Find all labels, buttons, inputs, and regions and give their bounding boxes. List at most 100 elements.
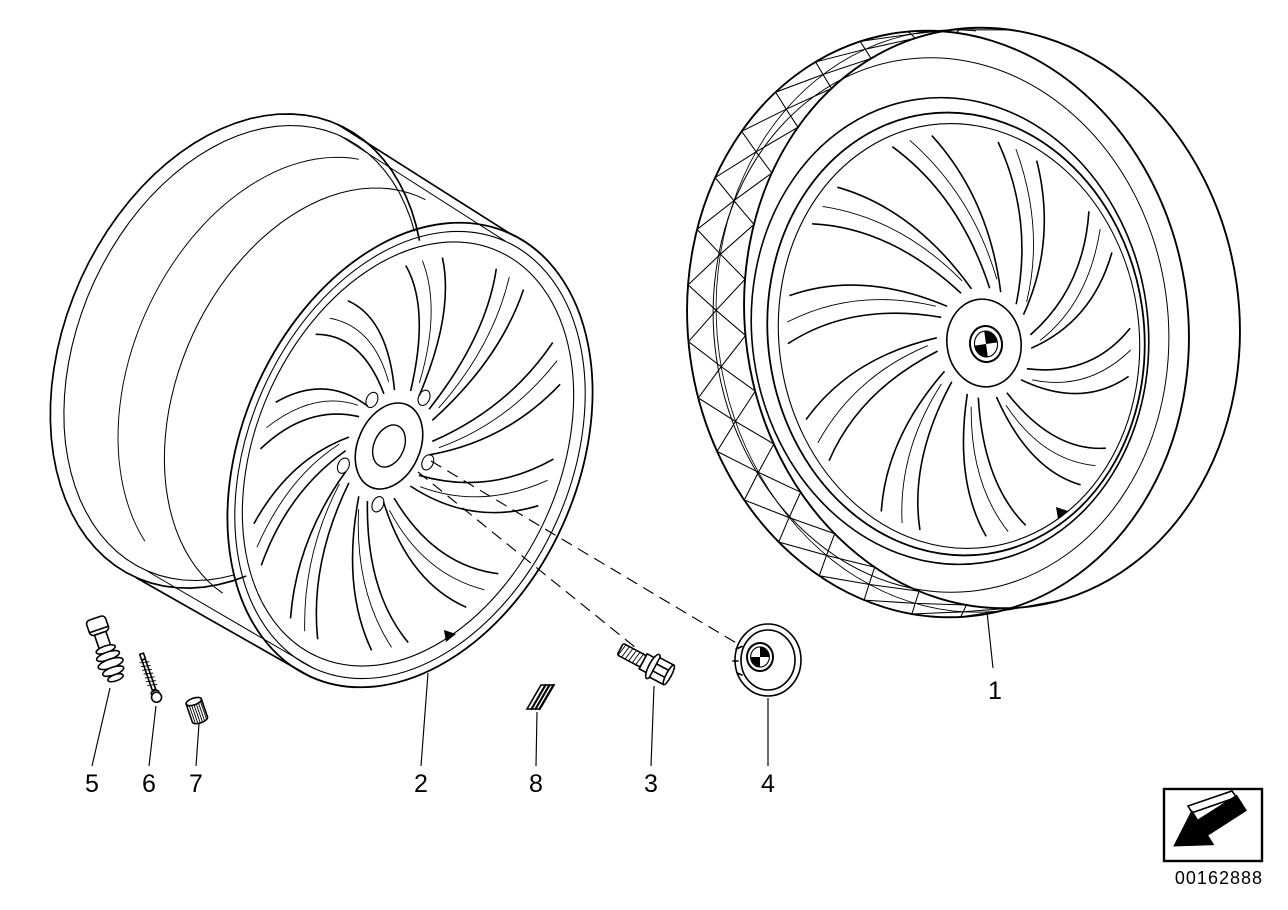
core-shaft bbox=[140, 657, 157, 692]
spoke-edge bbox=[789, 284, 948, 308]
drawing-shape bbox=[337, 123, 510, 234]
spoke-edge bbox=[970, 406, 1009, 532]
drawing-shape bbox=[226, 221, 594, 689]
spoke-edge bbox=[828, 350, 938, 462]
callout-2[interactable]: 2 bbox=[414, 770, 428, 798]
symbol-box-frame bbox=[1162, 787, 1264, 863]
drawing-shape bbox=[750, 96, 1150, 566]
drawing-shape bbox=[117, 156, 360, 542]
arrow-body bbox=[1173, 794, 1247, 847]
cap-top bbox=[185, 696, 203, 707]
spoke-edge bbox=[1032, 349, 1132, 383]
spoke-edge bbox=[1020, 375, 1130, 395]
spoke-edge bbox=[909, 139, 998, 280]
leader-5 bbox=[91, 687, 111, 767]
spoke-edge bbox=[931, 135, 1002, 293]
valve-cap-edge bbox=[88, 625, 110, 634]
part-8-sticker-illustration bbox=[525, 683, 556, 711]
hub-cap-inner-ring bbox=[740, 629, 796, 691]
callout-4[interactable]: 4 bbox=[761, 770, 775, 798]
bolt-head-end bbox=[662, 664, 676, 686]
drawing-shape bbox=[365, 391, 379, 409]
spoke-edge bbox=[822, 205, 963, 282]
drawing-shape bbox=[712, 57, 1170, 593]
leader-3 bbox=[650, 685, 655, 767]
leader-6 bbox=[148, 705, 157, 767]
drawing-number: 00162888 bbox=[1175, 868, 1263, 888]
part-7-valve-cap-illustration bbox=[185, 696, 209, 725]
spoke-edge bbox=[812, 223, 962, 294]
spoke-edge bbox=[393, 497, 499, 575]
drawing-shape bbox=[145, 570, 316, 670]
callout-5[interactable]: 5 bbox=[85, 770, 99, 798]
drawing-shape bbox=[777, 123, 1141, 549]
spoke-edge bbox=[329, 317, 390, 382]
spoke-edge bbox=[901, 383, 942, 524]
spoke-edge bbox=[405, 265, 421, 392]
spoke-edge bbox=[259, 413, 360, 450]
drawing-shape bbox=[946, 298, 1022, 388]
callout-3[interactable]: 3 bbox=[644, 770, 658, 798]
spoke-edge bbox=[418, 257, 447, 397]
part-2-alloy-rim-illustration bbox=[49, 113, 594, 689]
spoke-edge bbox=[817, 345, 929, 444]
leader-lines bbox=[91, 460, 994, 767]
roundel-quarter bbox=[984, 331, 998, 344]
spoke-edge bbox=[1005, 404, 1096, 467]
spoke-edge bbox=[409, 485, 539, 514]
spoke-edge bbox=[995, 396, 1081, 486]
valve-rib bbox=[107, 672, 124, 683]
spoke-edge bbox=[431, 289, 525, 421]
spoke-edge bbox=[805, 337, 937, 420]
spoke-edge bbox=[253, 436, 350, 525]
callout-7[interactable]: 7 bbox=[189, 770, 203, 798]
spoke-edge bbox=[260, 449, 347, 566]
spoke-edge bbox=[880, 370, 946, 512]
spoke-edge bbox=[428, 268, 498, 410]
part-3-wheel-bolt-illustration bbox=[617, 643, 676, 686]
spoke-edge bbox=[357, 509, 392, 648]
valve-position-marker bbox=[1056, 507, 1068, 519]
spoke-edge bbox=[1015, 148, 1034, 303]
cap-knurl bbox=[188, 701, 207, 723]
hub-cap-tabs bbox=[732, 646, 743, 676]
drawing-shape bbox=[715, 28, 1062, 613]
spoke-edge bbox=[418, 458, 554, 484]
spoke-edge bbox=[787, 312, 942, 345]
leader-2 bbox=[420, 672, 429, 767]
drawing-shape bbox=[687, 29, 1012, 618]
drawing-shape bbox=[63, 124, 416, 582]
drawing-shape bbox=[973, 330, 999, 358]
spoke-edge bbox=[438, 360, 558, 449]
part-5-valve-illustration bbox=[85, 615, 125, 683]
drawing-shape bbox=[686, 29, 1190, 619]
spoke-edge bbox=[891, 146, 991, 289]
drawing-shape bbox=[354, 402, 424, 490]
spoke-edge bbox=[347, 299, 396, 391]
callout-8[interactable]: 8 bbox=[529, 770, 543, 798]
spoke-edge bbox=[418, 260, 432, 384]
spoke-edge bbox=[428, 383, 561, 456]
direction-arrow-icon bbox=[1173, 790, 1247, 847]
spoke-edge bbox=[1039, 229, 1101, 341]
callout-1[interactable]: 1 bbox=[988, 677, 1002, 705]
roundel-quarter bbox=[974, 344, 988, 357]
spoke-edge bbox=[389, 509, 485, 591]
spoke-edge bbox=[266, 400, 359, 429]
drawing-shape bbox=[241, 241, 575, 667]
spoke-edge bbox=[315, 482, 350, 640]
spoke-edge bbox=[382, 501, 467, 609]
drawing-shape bbox=[135, 576, 312, 678]
drawing-shape bbox=[371, 424, 407, 468]
spoke-edge bbox=[962, 393, 987, 537]
spoke-edge bbox=[917, 381, 953, 531]
leader-7 bbox=[195, 723, 200, 767]
leader-1 bbox=[986, 611, 994, 669]
callout-6[interactable]: 6 bbox=[142, 770, 156, 798]
leader-8 bbox=[535, 711, 538, 767]
part-4-hub-cap-illustration bbox=[732, 623, 802, 697]
spoke-edge bbox=[315, 333, 385, 395]
spoke-edge bbox=[275, 388, 369, 407]
roundel-quarter bbox=[760, 646, 770, 657]
